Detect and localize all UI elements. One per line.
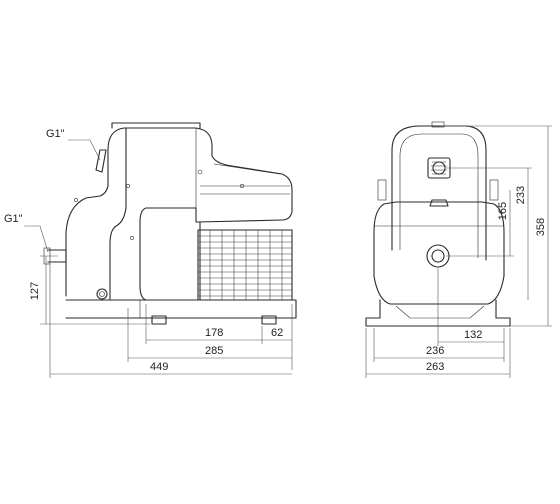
side-view-top-cap (111, 122, 201, 129)
dim-outlet-height: 233 (515, 186, 527, 204)
side-view-inlet-fitting (47, 249, 67, 263)
dim-inlet-height: 127 (29, 282, 41, 300)
dim-foot-half-width: 132 (464, 329, 482, 341)
dim-overall-height: 358 (535, 218, 547, 236)
outlet-connection-label: G1" (46, 128, 65, 140)
front-view-tank-outline (391, 125, 487, 261)
front-view-motor-body (373, 201, 505, 305)
side-view (24, 122, 297, 325)
side-view-outlet-fitting (95, 149, 107, 173)
side-view-foot-left (151, 315, 167, 325)
side-view-base-plate (65, 299, 297, 319)
side-view-housing-outline (65, 127, 293, 297)
side-view-foot-right (261, 315, 277, 325)
dim-overall-length: 449 (150, 361, 168, 373)
dim-axis-height: 165 (497, 202, 509, 220)
side-view-tank-edge (109, 127, 127, 301)
dim-base-width: 236 (426, 345, 444, 357)
dim-overall-width: 263 (426, 361, 444, 373)
front-view (365, 121, 511, 327)
dim-foot-offset: 62 (271, 327, 283, 339)
front-view-dimensions (365, 125, 552, 378)
dim-base-length: 285 (205, 345, 223, 357)
side-view-fan-grille (197, 229, 293, 301)
side-view-motor-body (139, 207, 201, 301)
inlet-connection-label: G1" (4, 213, 23, 225)
side-view-grille-lines (198, 230, 292, 300)
front-view-inlet-port (426, 244, 450, 268)
dim-motor-length: 178 (205, 327, 223, 339)
side-view-dimensions (40, 255, 293, 378)
side-view-drain-plug (96, 288, 108, 300)
